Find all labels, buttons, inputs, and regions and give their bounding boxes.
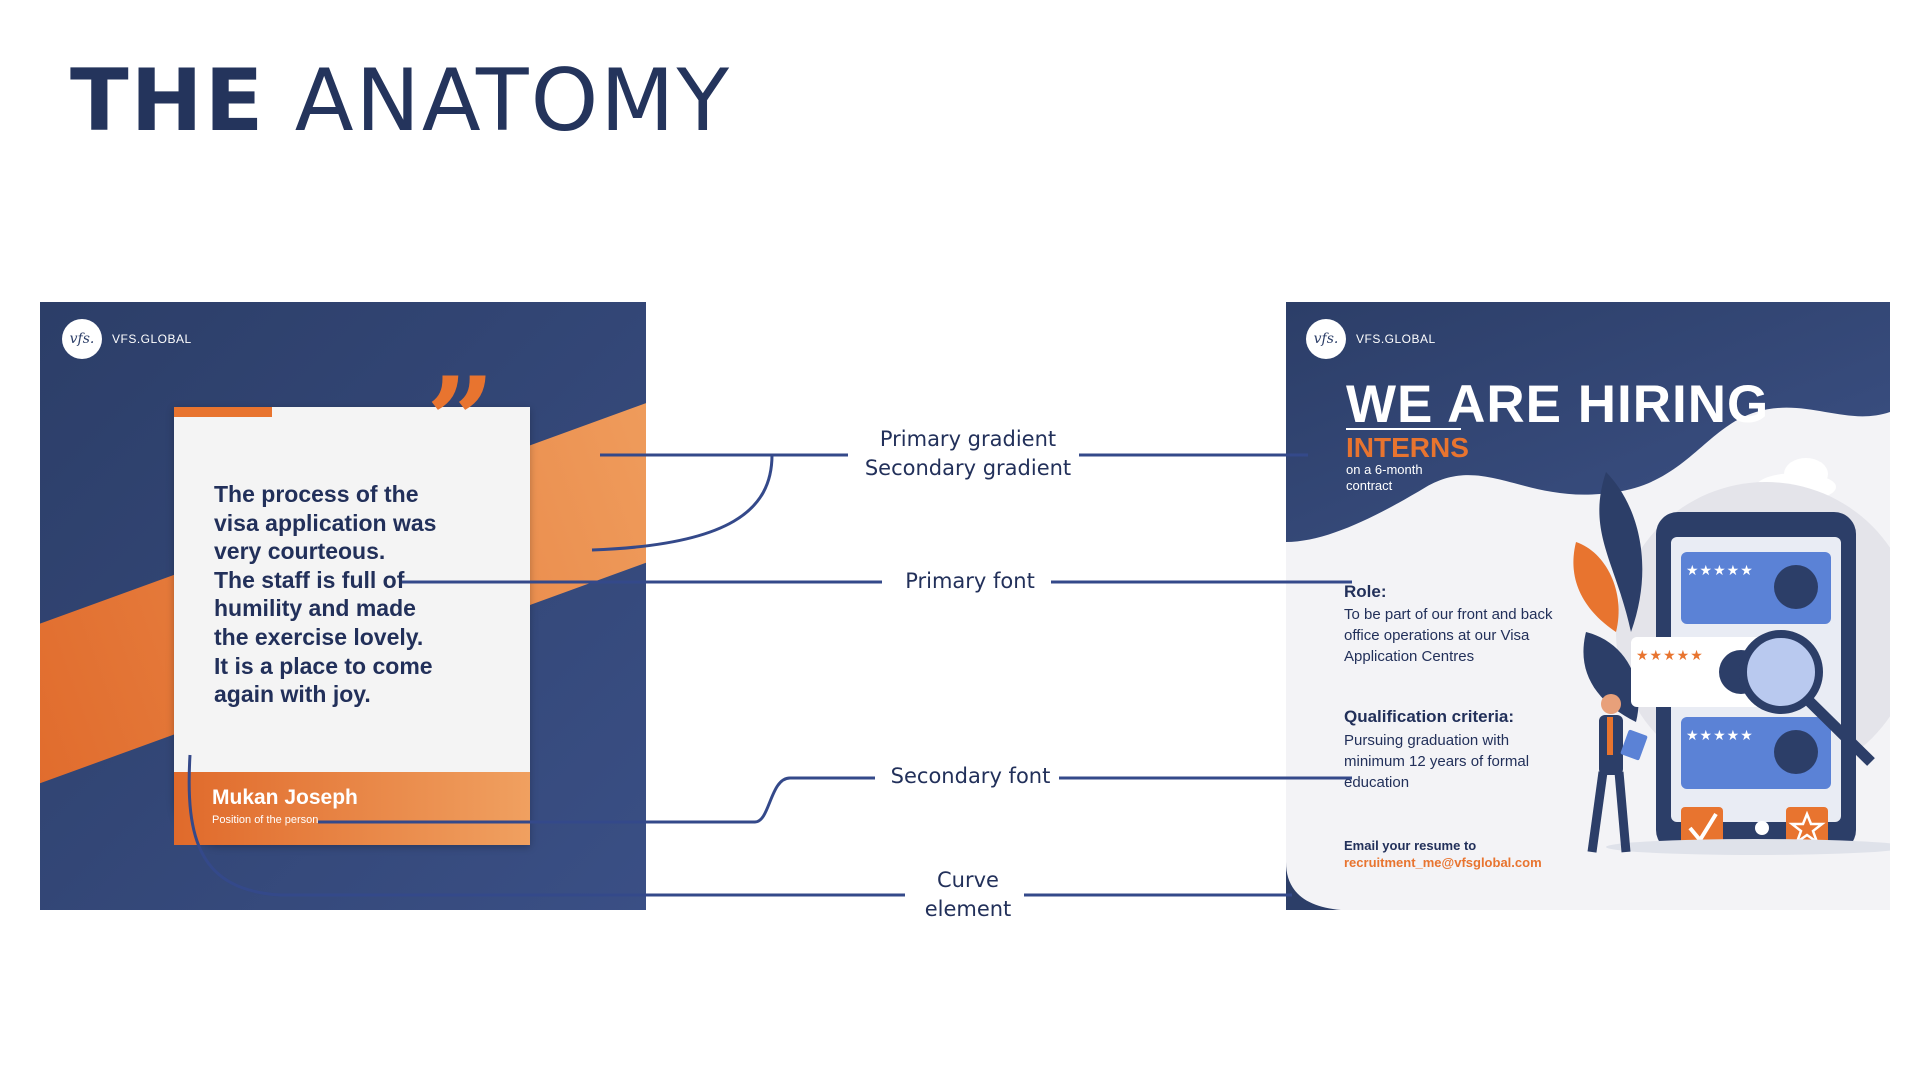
star-icon [1786,807,1828,849]
magnifier-icon [1739,630,1823,714]
rating-stars-3: ★★★★★ [1686,727,1754,743]
qualification-text: Pursuing graduation with minimum 12 year… [1344,732,1530,791]
annotation-curve: Curve element [912,866,1024,924]
hiring-headline: WE ARE HIRING [1346,375,1770,434]
email-label: Email your resume to [1344,838,1477,853]
email-link[interactable]: recruitment_me@vfsglobal.com [1344,855,1542,870]
leaf-icon [1599,472,1643,632]
vfs-logo-icon: vfs. [62,319,102,359]
annotation-gradient: Primary gradient Secondary gradient [857,425,1079,483]
testimonial-text: The process of the visa application was … [214,481,437,708]
title-light: ANATOMY [294,51,732,151]
person-illustration [1601,694,1621,714]
name-bar [174,772,530,845]
brand-name: VFS.GLOBAL [1356,332,1436,346]
page-title: THE ANATOMY [70,58,731,144]
navy-header-wave [1286,302,1890,542]
annotation-secondary-font: Secondary font [882,762,1059,791]
brand-name: VFS.GLOBAL [112,332,192,346]
hiring-card-art [1286,302,1890,910]
testimonial-card: vfs. VFS.GLOBAL ” The process of the vis… [40,302,646,910]
annotation-primary-font: Primary font [889,567,1051,596]
person-name: Mukan Joseph [212,786,358,809]
vfs-logo: vfs. VFS.GLOBAL [62,319,192,359]
vfs-logo-icon: vfs. [1306,319,1346,359]
rating-stars-2: ★★★★★ [1636,647,1704,663]
headline-underline [1346,428,1461,430]
contract-text: on a 6-month contract [1346,462,1423,493]
qualification-heading: Qualification criteria: [1344,707,1515,726]
person-position: Position of the person [212,814,319,826]
gradient-curve-connector [591,454,774,552]
title-bold: THE [70,51,266,151]
rating-stars-1: ★★★★★ [1686,562,1754,578]
vfs-logo: vfs. VFS.GLOBAL [1306,319,1436,359]
curve-connector-left [187,754,905,897]
role-heading: Role: [1344,582,1387,601]
secondary-font-connector-left [318,776,875,824]
hiring-card: vfs. VFS.GLOBAL WE ARE HIRING INTERNS on… [1286,302,1890,910]
quote-top-bar [174,407,272,417]
interns-subhead: INTERNS [1346,432,1469,463]
curve-element [1286,862,1341,910]
role-text: To be part of our front and back office … [1344,606,1553,665]
quote-mark-icon: ” [426,351,496,492]
